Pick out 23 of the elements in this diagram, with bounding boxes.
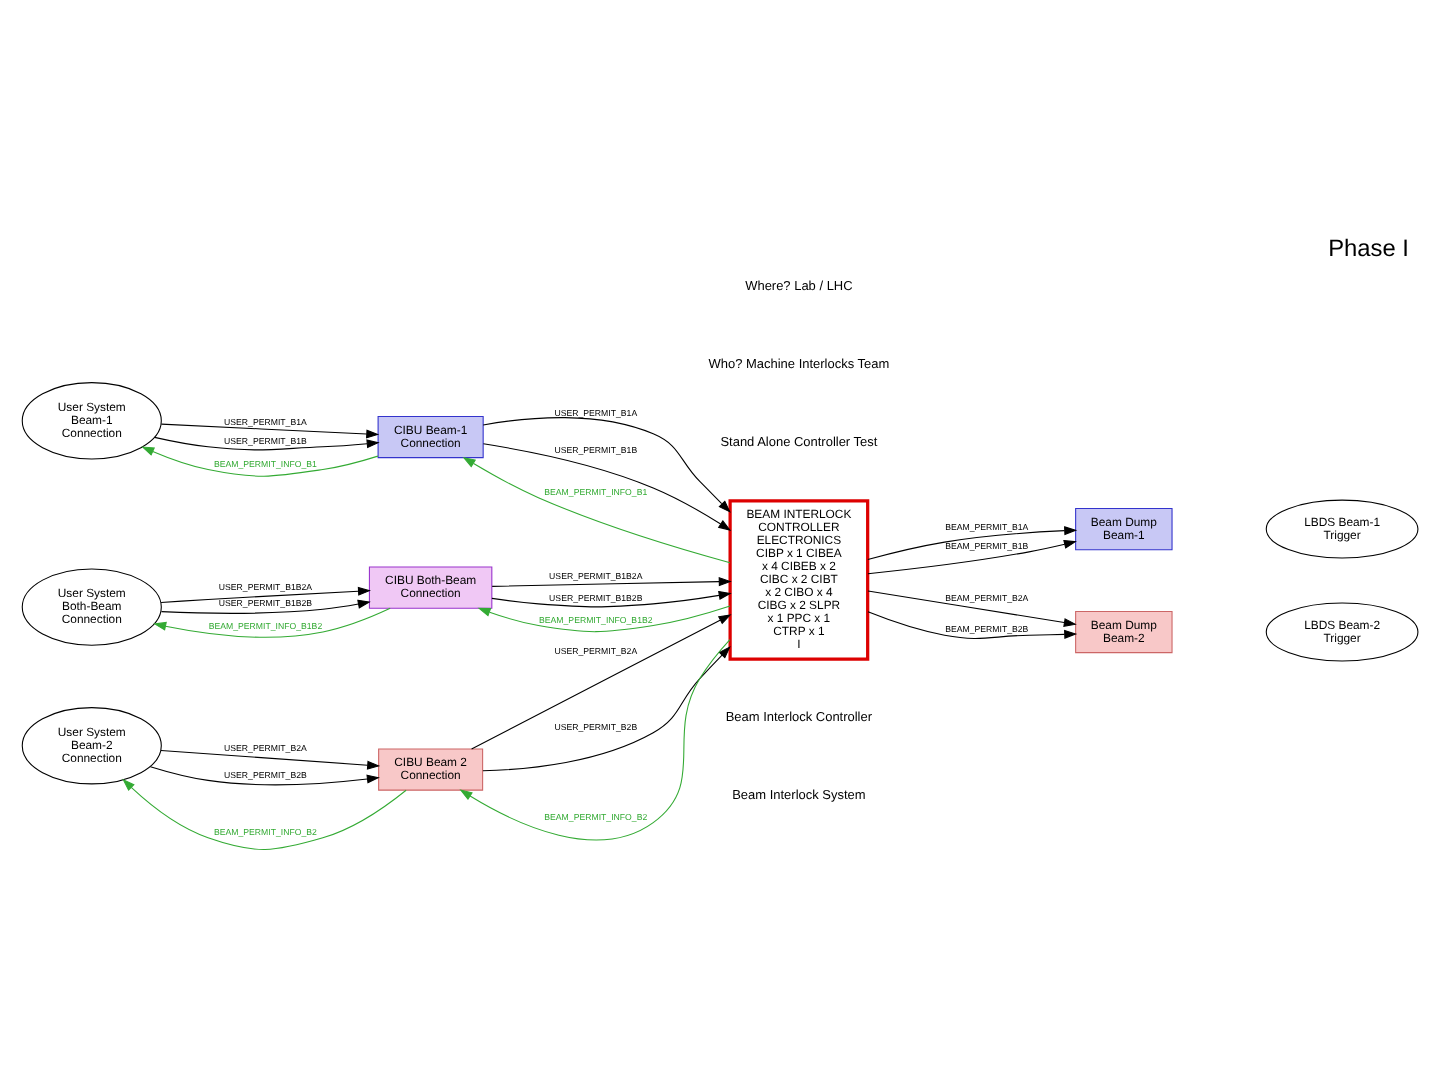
arrow: [462, 455, 731, 563]
arrow: [160, 422, 380, 438]
arrow: [477, 604, 731, 632]
arrow: [122, 777, 407, 850]
arrow: [141, 445, 379, 476]
arrow: [471, 613, 732, 749]
arrow: [867, 610, 1078, 638]
diagram-title: Phase I: [1328, 232, 1410, 261]
arrow: [459, 638, 731, 840]
arrow: [867, 525, 1078, 559]
arrow: [491, 589, 732, 607]
arrow: [153, 606, 391, 637]
arrow: [154, 435, 380, 450]
arrow: [482, 442, 732, 530]
arrow: [160, 598, 371, 613]
arrow: [491, 576, 732, 586]
arrow: [149, 765, 380, 785]
arrow: [482, 645, 731, 771]
arrow: [482, 416, 731, 512]
arrow: [160, 585, 371, 602]
arrow: [867, 539, 1077, 574]
arrow: [867, 589, 1077, 627]
arrow: [160, 749, 381, 769]
